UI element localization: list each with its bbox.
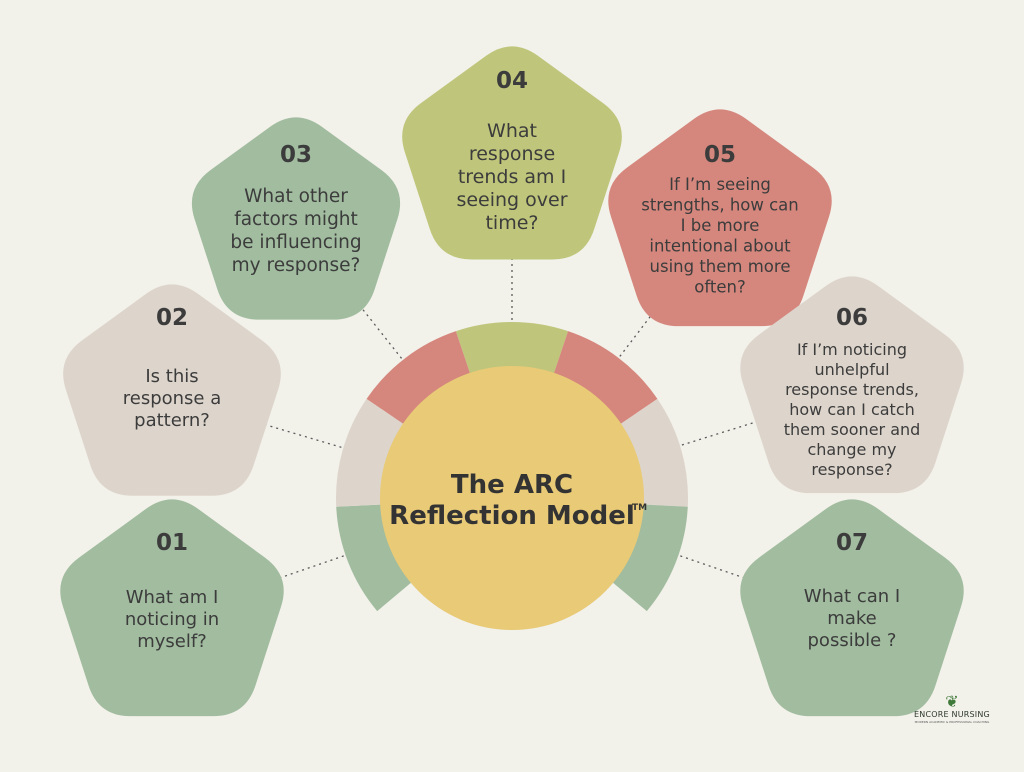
trademark-mark: TM	[632, 503, 647, 513]
step-question-line: factors might	[234, 209, 358, 230]
step-question-line: pattern?	[134, 410, 210, 431]
step-question-line: response trends,	[785, 380, 919, 399]
step-number: 04	[496, 68, 528, 94]
step-question-line: change my	[807, 440, 896, 459]
pentagon-shape	[402, 46, 622, 260]
step-question-line: What	[487, 120, 537, 142]
connector-line	[681, 419, 762, 446]
step-question-line: unhelpful	[814, 360, 889, 379]
ring-segment	[550, 331, 658, 431]
step-question-line: possible ?	[808, 630, 897, 651]
step-number: 01	[156, 530, 188, 556]
step-question-line: What am I	[126, 587, 219, 608]
step-question-line: how can I catch	[789, 400, 915, 419]
logo-tagline: MODERN ACADEMIC & PROFESSIONAL COACHING	[914, 720, 990, 724]
step-question-line: What can I	[804, 586, 900, 607]
step-question-line: them sooner and	[784, 420, 921, 439]
center-circle	[380, 366, 644, 630]
step-question-line: If I’m seeing	[669, 175, 771, 194]
connector-line	[262, 423, 342, 448]
pentagon-shape	[740, 276, 964, 494]
step-question-line: noticing in	[125, 609, 219, 630]
brand-logo: ❦ ENCORE NURSING MODERN ACADEMIC & PROFE…	[912, 692, 992, 725]
sprout-icon: ❦	[945, 692, 959, 711]
step-number: 06	[836, 305, 868, 331]
step-question-line: time?	[485, 212, 538, 234]
center-hub: The ARC Reflection Model TM	[380, 366, 647, 630]
logo-text: ENCORE NURSING	[914, 710, 990, 719]
step-question-line: If I’m noticing	[797, 340, 907, 359]
step-question-line: response	[469, 143, 555, 165]
ring-segment	[455, 322, 569, 385]
step-question-line: my response?	[232, 255, 361, 276]
step-question-line: using them more	[650, 257, 791, 276]
pentagon-shape	[60, 499, 284, 717]
step-question-line: What other	[244, 186, 348, 207]
pentagon-shape	[191, 117, 401, 320]
step-question-line: Is this	[145, 366, 198, 387]
ring-segment	[336, 398, 413, 507]
step-question-line: myself?	[137, 631, 207, 652]
pentagon-shape	[740, 499, 964, 717]
step-number: 02	[156, 305, 188, 331]
ring-segment	[603, 503, 688, 612]
connector-line	[354, 299, 403, 359]
arc-ring	[336, 322, 688, 612]
step-question-line: I be more	[681, 216, 760, 235]
step-question-line: trends am I	[458, 166, 566, 188]
pentagon-shape	[63, 284, 281, 496]
step-question-line: response?	[811, 460, 892, 479]
step-question-line: make	[827, 608, 876, 629]
center-title-line1: The ARC	[451, 470, 573, 500]
step-number: 07	[836, 530, 868, 556]
center-title-line2: Reflection Model	[389, 501, 635, 531]
pentagon-shape	[608, 109, 832, 327]
step-number: 05	[704, 142, 736, 168]
step-question-line: response a	[123, 388, 222, 409]
ring-segment	[336, 503, 421, 612]
ring-segment	[366, 331, 474, 431]
step-number: 03	[280, 142, 312, 168]
ring-segment	[611, 398, 688, 507]
step-question-line: be influencing	[230, 232, 361, 253]
step-question-line: strengths, how can	[641, 196, 799, 215]
step-question-line: intentional about	[649, 237, 791, 256]
step-question-line: often?	[694, 278, 745, 297]
step-question-line: seeing over	[456, 189, 567, 211]
